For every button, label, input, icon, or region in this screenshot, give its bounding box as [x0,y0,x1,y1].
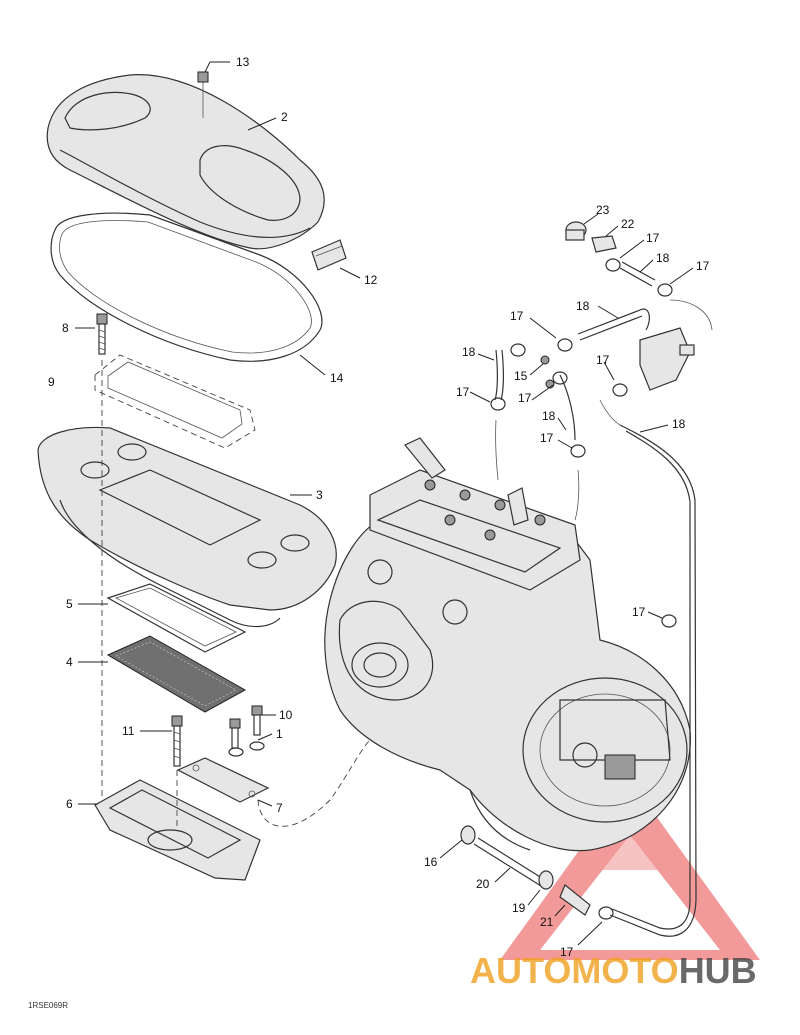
callout-18-middle: 18 [576,299,590,313]
callout-13: 13 [236,55,250,69]
callout-leader-lines [75,61,694,946]
callout-17-mid: 17 [518,391,532,405]
callout-15: 15 [514,369,528,383]
callout-17-center: 17 [510,309,524,323]
callout-21: 21 [540,915,554,929]
callout-14: 14 [330,371,344,385]
screw [96,313,108,355]
callout-11: 11 [122,724,135,738]
watermark-moto: MOTO [571,950,678,991]
callout-22: 22 [621,217,635,231]
retaining-clip [311,239,347,271]
callout-labels: 13 2 12 14 8 9 3 5 4 11 10 1 7 6 16 20 1… [48,55,710,959]
mounting-plate [176,757,270,803]
flange-gasket [94,354,256,449]
oil-line-assembly [460,221,713,937]
callout-7: 7 [276,801,283,815]
callout-18-top: 18 [656,251,670,265]
air-silencer-base [37,426,337,628]
washer [228,741,265,757]
lower-housing [94,779,261,881]
seal-frame [106,583,247,653]
alignment-lines [101,360,371,830]
watermark-text: AUTOMOTOHUB [470,950,757,991]
callout-23: 23 [596,203,610,217]
callout-17-valve: 17 [596,353,610,367]
engine-block [324,437,691,852]
callout-17-lower: 17 [540,431,554,445]
callout-1: 1 [276,727,283,741]
callout-18-right: 18 [672,417,686,431]
reference-code: 1RSE069R [28,1001,68,1010]
callout-9: 9 [48,375,55,389]
callout-17-left: 17 [456,385,470,399]
callout-3: 3 [316,488,323,502]
callout-17-top-right: 17 [646,231,660,245]
callout-17-side: 17 [632,605,646,619]
air-silencer-cover [46,71,325,250]
callout-18-left: 18 [462,345,476,359]
cover-gasket [50,212,323,362]
callout-8: 8 [62,321,69,335]
callout-5: 5 [66,597,73,611]
callout-12: 12 [364,273,378,287]
callout-6: 6 [66,797,73,811]
callout-20: 20 [476,877,490,891]
callout-4: 4 [66,655,73,669]
watermark-auto: AUTO [470,950,571,991]
watermark-hub: HUB [679,950,757,991]
callout-2: 2 [281,110,288,124]
callout-10: 10 [279,708,293,722]
hose-clamp [490,258,677,920]
callout-16: 16 [424,855,438,869]
filter-screen [106,635,247,713]
screw-long [171,715,183,767]
callout-17-bottom: 17 [560,945,574,959]
callout-18-lower: 18 [542,409,556,423]
callout-17-right: 17 [696,259,710,273]
callout-19: 19 [512,901,526,915]
watermark-logo-mark [500,780,760,960]
